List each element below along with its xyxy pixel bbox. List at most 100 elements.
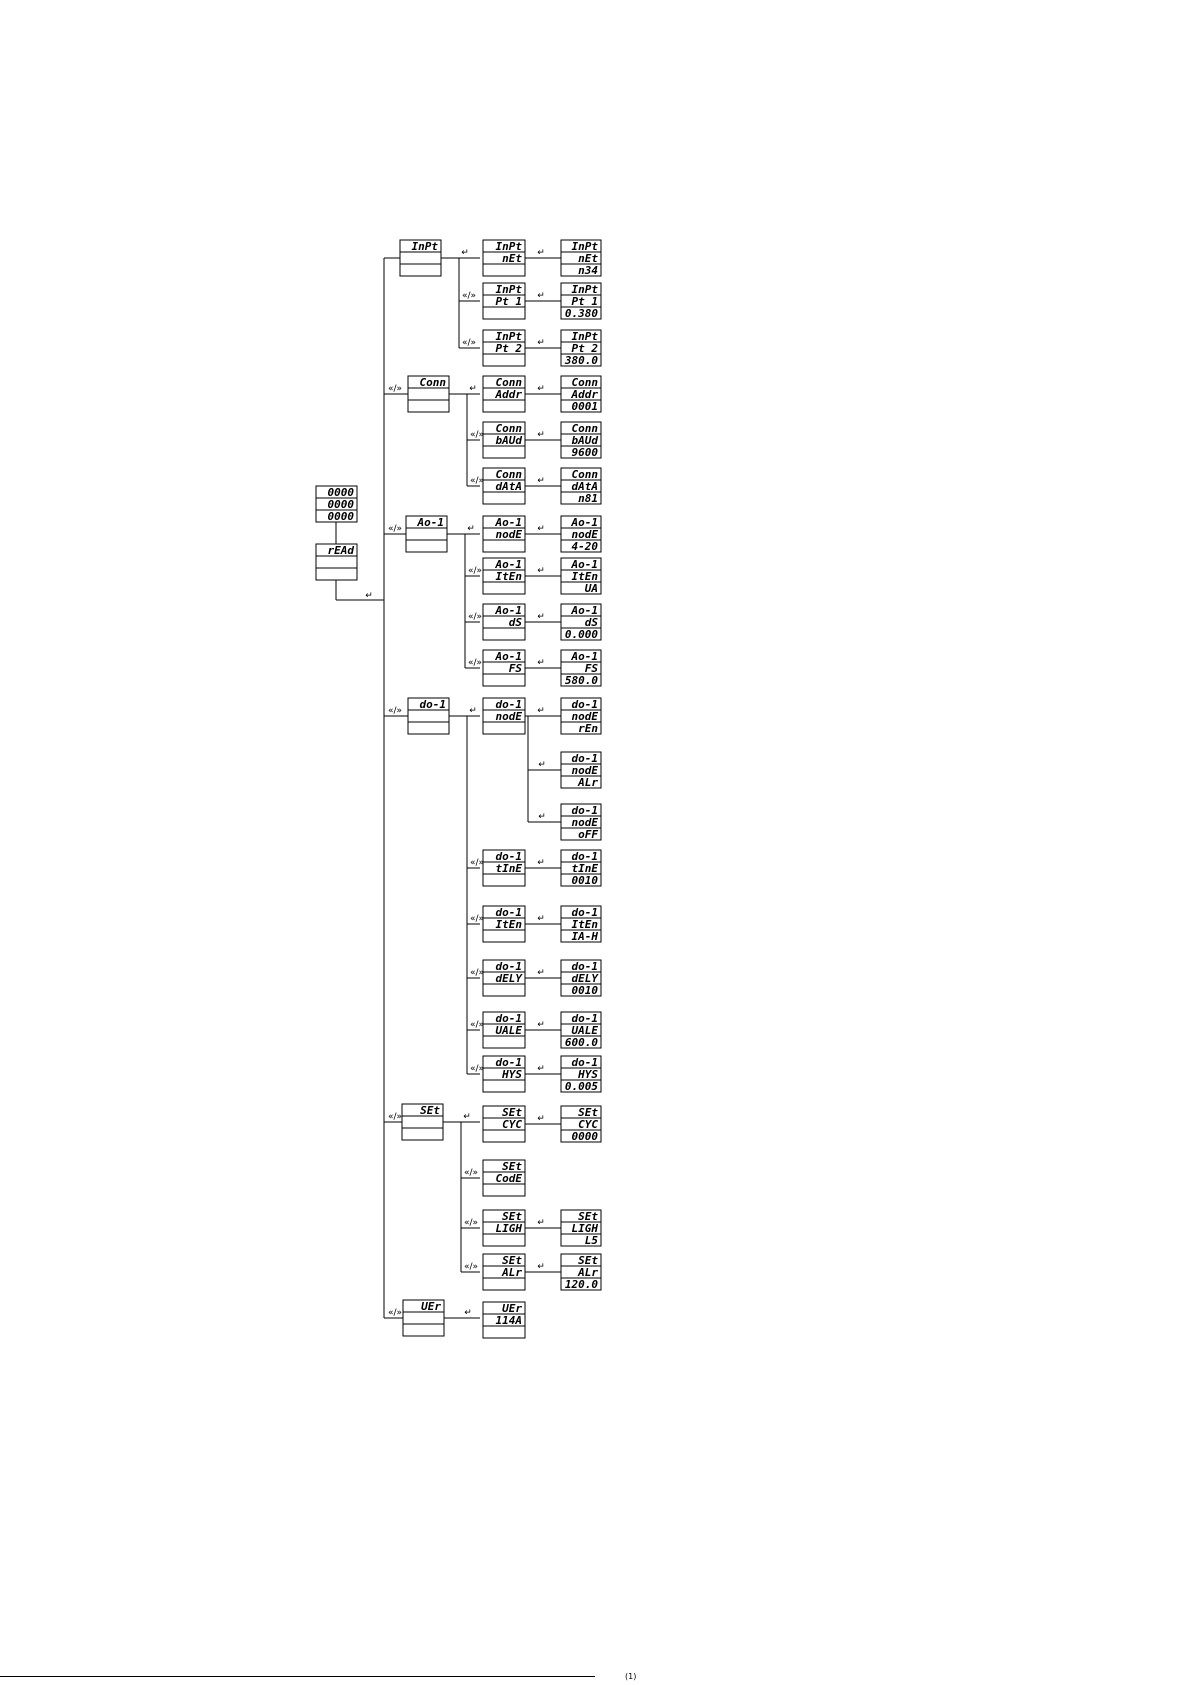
level2-param-box [482, 697, 526, 735]
display-text: FS [509, 662, 523, 675]
level2-param-box [482, 1253, 526, 1291]
display-text: n81 [578, 492, 598, 505]
display-text: FS [585, 662, 599, 675]
level3-value-box [560, 803, 602, 841]
level2-param-box [482, 1159, 526, 1197]
level1-menu-box [407, 375, 450, 413]
display-text: 0001 [572, 400, 599, 413]
display-text: ALr [501, 1266, 522, 1279]
enter-key-icon: ↵ [537, 658, 545, 668]
display-text: SEt [502, 1210, 522, 1223]
enter-key-icon: ↵ [467, 524, 475, 534]
display-text: HYS [501, 1068, 522, 1081]
display-text: ItEn [572, 570, 599, 583]
level2-param-box [482, 1055, 526, 1093]
display-text: Addr [495, 388, 523, 401]
enter-key-icon: ↵ [365, 591, 373, 601]
display-text: dELY [496, 972, 524, 985]
enter-key-icon: ↵ [537, 476, 545, 486]
left-right-keys-icon: «/» [470, 430, 484, 440]
display-text: Conn [420, 376, 447, 389]
left-right-keys-icon: «/» [462, 291, 476, 301]
display-text: 0000 [328, 486, 355, 499]
display-text: 0000 [328, 498, 355, 511]
enter-key-icon: ↵ [463, 1112, 471, 1122]
display-text: nEt [502, 252, 522, 265]
enter-key-icon: ↵ [469, 706, 477, 716]
enter-key-icon: ↵ [537, 1064, 545, 1074]
level2-param-box [482, 239, 526, 277]
display-text: UA [585, 582, 598, 595]
reading-display [315, 485, 358, 523]
left-right-keys-icon: «/» [468, 612, 482, 622]
display-text: Conn [572, 376, 599, 389]
level3-value-box [560, 603, 602, 641]
level2-param-box [482, 467, 526, 505]
level3-value-box [560, 515, 602, 553]
left-right-keys-icon: «/» [464, 1262, 478, 1272]
display-text: LIGH [572, 1222, 599, 1235]
left-right-keys-icon: «/» [470, 914, 484, 924]
display-text: InPt [572, 240, 599, 253]
level2-param-box [482, 603, 526, 641]
left-right-keys-icon: «/» [470, 858, 484, 868]
enter-key-icon: ↵ [537, 706, 545, 716]
enter-key-icon: ↵ [537, 248, 545, 258]
level2-param-box [482, 1105, 526, 1143]
display-text: n34 [578, 264, 598, 277]
level3-value-box [560, 1253, 602, 1291]
display-text: 0000 [572, 1130, 599, 1143]
display-text: 120.0 [565, 1278, 598, 1291]
display-text: do-1 [420, 698, 447, 711]
display-text: bAUd [496, 434, 523, 447]
level3-value-box [560, 282, 602, 320]
level3-value-box [560, 697, 602, 735]
display-text: do-1 [572, 1012, 599, 1025]
display-text: LIGH [496, 1222, 523, 1235]
display-text: bAUd [572, 434, 599, 447]
enter-key-icon: ↵ [537, 1020, 545, 1030]
level3-value-box [560, 467, 602, 505]
level2-param-box [482, 375, 526, 413]
display-text: Pt 1 [496, 295, 523, 308]
level2-param-box [482, 649, 526, 687]
enter-key-icon: ↵ [537, 914, 545, 924]
display-text: 9600 [572, 446, 599, 459]
display-text: SEt [502, 1106, 522, 1119]
level3-value-box [560, 1011, 602, 1049]
left-right-keys-icon: «/» [388, 524, 402, 534]
left-right-keys-icon: «/» [470, 476, 484, 486]
display-text: SEt [502, 1254, 522, 1267]
display-text: Conn [496, 422, 523, 435]
left-right-keys-icon: «/» [464, 1168, 478, 1178]
level2-param-box [482, 849, 526, 887]
display-text: do-1 [572, 1056, 599, 1069]
level1-menu-box [407, 697, 450, 735]
level2-param-box [482, 1301, 526, 1339]
level2-param-box [482, 905, 526, 943]
display-text: InPt [496, 330, 523, 343]
display-text: Ao-1 [495, 650, 523, 663]
level3-value-box [560, 751, 602, 789]
display-text: CYC [578, 1118, 598, 1131]
display-text: do-1 [572, 906, 599, 919]
left-right-keys-icon: «/» [464, 1218, 478, 1228]
display-text: dAtA [496, 480, 523, 493]
display-text: Ao-1 [571, 604, 599, 617]
display-text: L5 [585, 1234, 599, 1247]
display-text: dELY [572, 972, 600, 985]
display-text: nodE [572, 528, 599, 541]
level3-value-box [560, 421, 602, 459]
display-text: do-1 [572, 698, 599, 711]
display-text: Ao-1 [495, 604, 523, 617]
display-text: dS [509, 616, 523, 629]
enter-key-icon: ↵ [537, 384, 545, 394]
display-text: do-1 [496, 960, 523, 973]
display-text: HYS [577, 1068, 598, 1081]
left-right-keys-icon: «/» [388, 1112, 402, 1122]
display-text: 114A [496, 1314, 523, 1327]
display-text: Ao-1 [417, 516, 445, 529]
display-text: 0010 [572, 874, 599, 887]
enter-key-icon: ↵ [537, 968, 545, 978]
